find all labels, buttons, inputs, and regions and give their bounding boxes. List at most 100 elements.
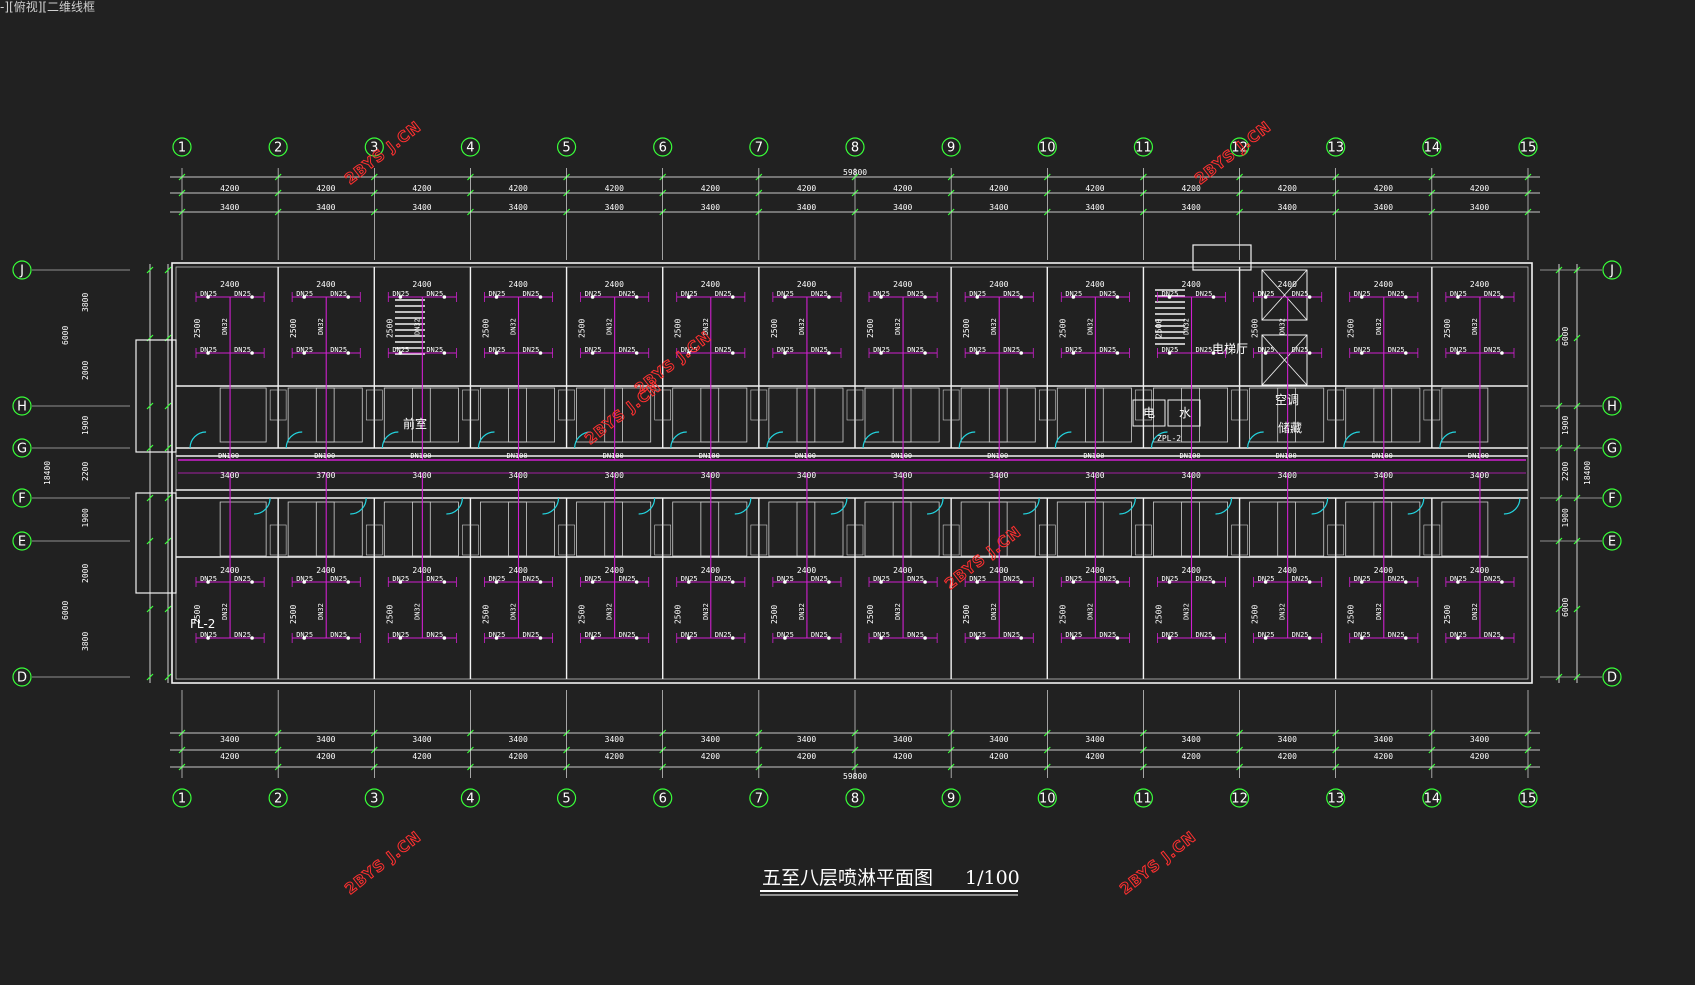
axis-bubble: [1422, 788, 1442, 808]
sprinkler-head: [1071, 351, 1076, 355]
axis-bubble: [1602, 260, 1622, 280]
bay-dim-bottom: 4200: [1085, 752, 1104, 761]
pipe-label: DN25: [330, 575, 347, 583]
wall-rect: [1345, 501, 1393, 557]
sprinkler-head: [398, 580, 403, 584]
sub-dim-bottom: 3400: [605, 735, 624, 744]
bay-dim-bottom: 4200: [1278, 752, 1297, 761]
sub-dim-bottom: 3400: [220, 735, 239, 744]
pipe-label: DN25: [1258, 346, 1275, 354]
corridor-dim: 3700: [316, 471, 335, 480]
sprinkler-head: [346, 295, 351, 299]
sub-dim-top: 3400: [316, 203, 335, 212]
sprinkler-head: [783, 636, 787, 640]
sprinkler-head: [975, 295, 980, 299]
pipe-label: DN25: [1099, 290, 1116, 298]
door-arc: [766, 431, 783, 449]
sprinkler-head: [1500, 580, 1504, 584]
main-pipe-label: DN100: [507, 452, 528, 460]
pipe-label: DN25: [234, 290, 251, 298]
axis-bubble-label: 6: [659, 141, 667, 156]
pipe-label: DN25: [907, 631, 924, 639]
pipe-label: DN25: [1065, 290, 1082, 298]
sub-dim-top: 3400: [1182, 203, 1201, 212]
room-label-aircon: 空调: [1275, 393, 1299, 407]
wall-rect: [508, 501, 555, 557]
pipe-label: DN25: [200, 575, 217, 583]
wall-rect: [576, 501, 623, 557]
pipe-label: DN25: [907, 575, 924, 583]
sprinkler-head: [827, 351, 831, 355]
sub-dim-top: 3400: [1374, 203, 1393, 212]
corridor-dim: 3400: [1278, 471, 1297, 480]
room-height-dim: 2500: [962, 605, 971, 624]
side-dim-outer: 6000: [61, 326, 70, 345]
pipe-label: DN25: [296, 346, 313, 354]
sprinkler-head: [442, 351, 447, 355]
side-dim-left-text: 1900: [81, 508, 90, 527]
sprinkler-head: [879, 580, 883, 584]
door-arc: [381, 431, 399, 449]
sprinkler-head: [1019, 351, 1024, 355]
pipe-label: DN25: [1162, 290, 1179, 298]
axis-bubble: [1602, 531, 1622, 551]
axis-bubble-label: 5: [562, 792, 570, 807]
pipe-label: DN25: [619, 290, 636, 298]
wall-rect: [462, 524, 479, 556]
main-pipe-label: DN100: [891, 452, 912, 460]
wall-rect: [558, 524, 575, 556]
pipe-label: DN25: [426, 631, 443, 639]
pipe-label: DN25: [1003, 631, 1020, 639]
axis-bubble: [1229, 788, 1250, 808]
pipe-label: DN25: [1450, 346, 1467, 354]
axis-bubble-label: H: [17, 400, 27, 415]
main-pipe-label: DN100: [1276, 452, 1297, 460]
wall-rect: [1038, 389, 1056, 421]
drawing-title: 五至八层喷淋平面图: [762, 867, 933, 889]
sprinkler-head: [302, 580, 307, 584]
sub-dim-bottom: 3400: [797, 735, 816, 744]
pipe-label-vertical: DN32: [1183, 603, 1191, 620]
sprinkler-head: [1456, 580, 1460, 584]
viewport-label[interactable]: -][俯视][二维线框: [0, 0, 96, 14]
sprinkler-head: [1307, 580, 1312, 584]
sprinkler-head: [1263, 351, 1268, 355]
axis-bubble-label: G: [1607, 442, 1617, 457]
pipe-label: DN25: [1162, 575, 1179, 583]
sprinkler-head: [975, 351, 980, 355]
wall-rect: [750, 389, 768, 421]
sprinkler-head: [686, 636, 691, 640]
bay-dim-top: 4200: [1085, 184, 1104, 193]
room-height-dim: 2500: [1058, 319, 1067, 338]
pipe-label: DN25: [969, 631, 986, 639]
room-height-dim: 2500: [193, 605, 202, 624]
door-arc: [1119, 497, 1136, 515]
pipe-label: DN25: [1450, 290, 1467, 298]
wall-rect: [846, 389, 864, 421]
wall-rect: [1056, 387, 1104, 443]
side-dim-left-text: 1900: [81, 416, 90, 435]
wall-rect: [942, 524, 960, 556]
sprinkler-head: [1403, 580, 1408, 584]
pipe-label: DN25: [330, 346, 347, 354]
bay-dim-bottom: 4200: [1182, 752, 1201, 761]
sprinkler-head: [398, 636, 403, 640]
sub-dim-bottom: 3400: [316, 735, 335, 744]
sprinkler-head: [1263, 580, 1268, 584]
wall-rect: [1231, 389, 1248, 421]
room-height-dim: 2500: [770, 319, 779, 338]
sprinkler-head: [634, 295, 639, 299]
riser-label-zpl: ZPL-2: [1157, 434, 1181, 443]
sprinkler-head: [923, 636, 927, 640]
room-width-dim: 2400: [509, 566, 528, 575]
watermark-text: 2BYS J.CN: [341, 827, 424, 898]
sprinkler-head: [975, 580, 980, 584]
wall-rect: [508, 387, 555, 443]
room-height-dim: 2500: [481, 319, 490, 338]
axis-bubble-label: F: [18, 492, 25, 507]
wall-rect: [412, 501, 459, 557]
side-dim-right-total: 18400: [1583, 461, 1592, 485]
bay-dim-bottom: 4200: [1374, 752, 1393, 761]
room-width-dim: 2400: [220, 566, 239, 575]
